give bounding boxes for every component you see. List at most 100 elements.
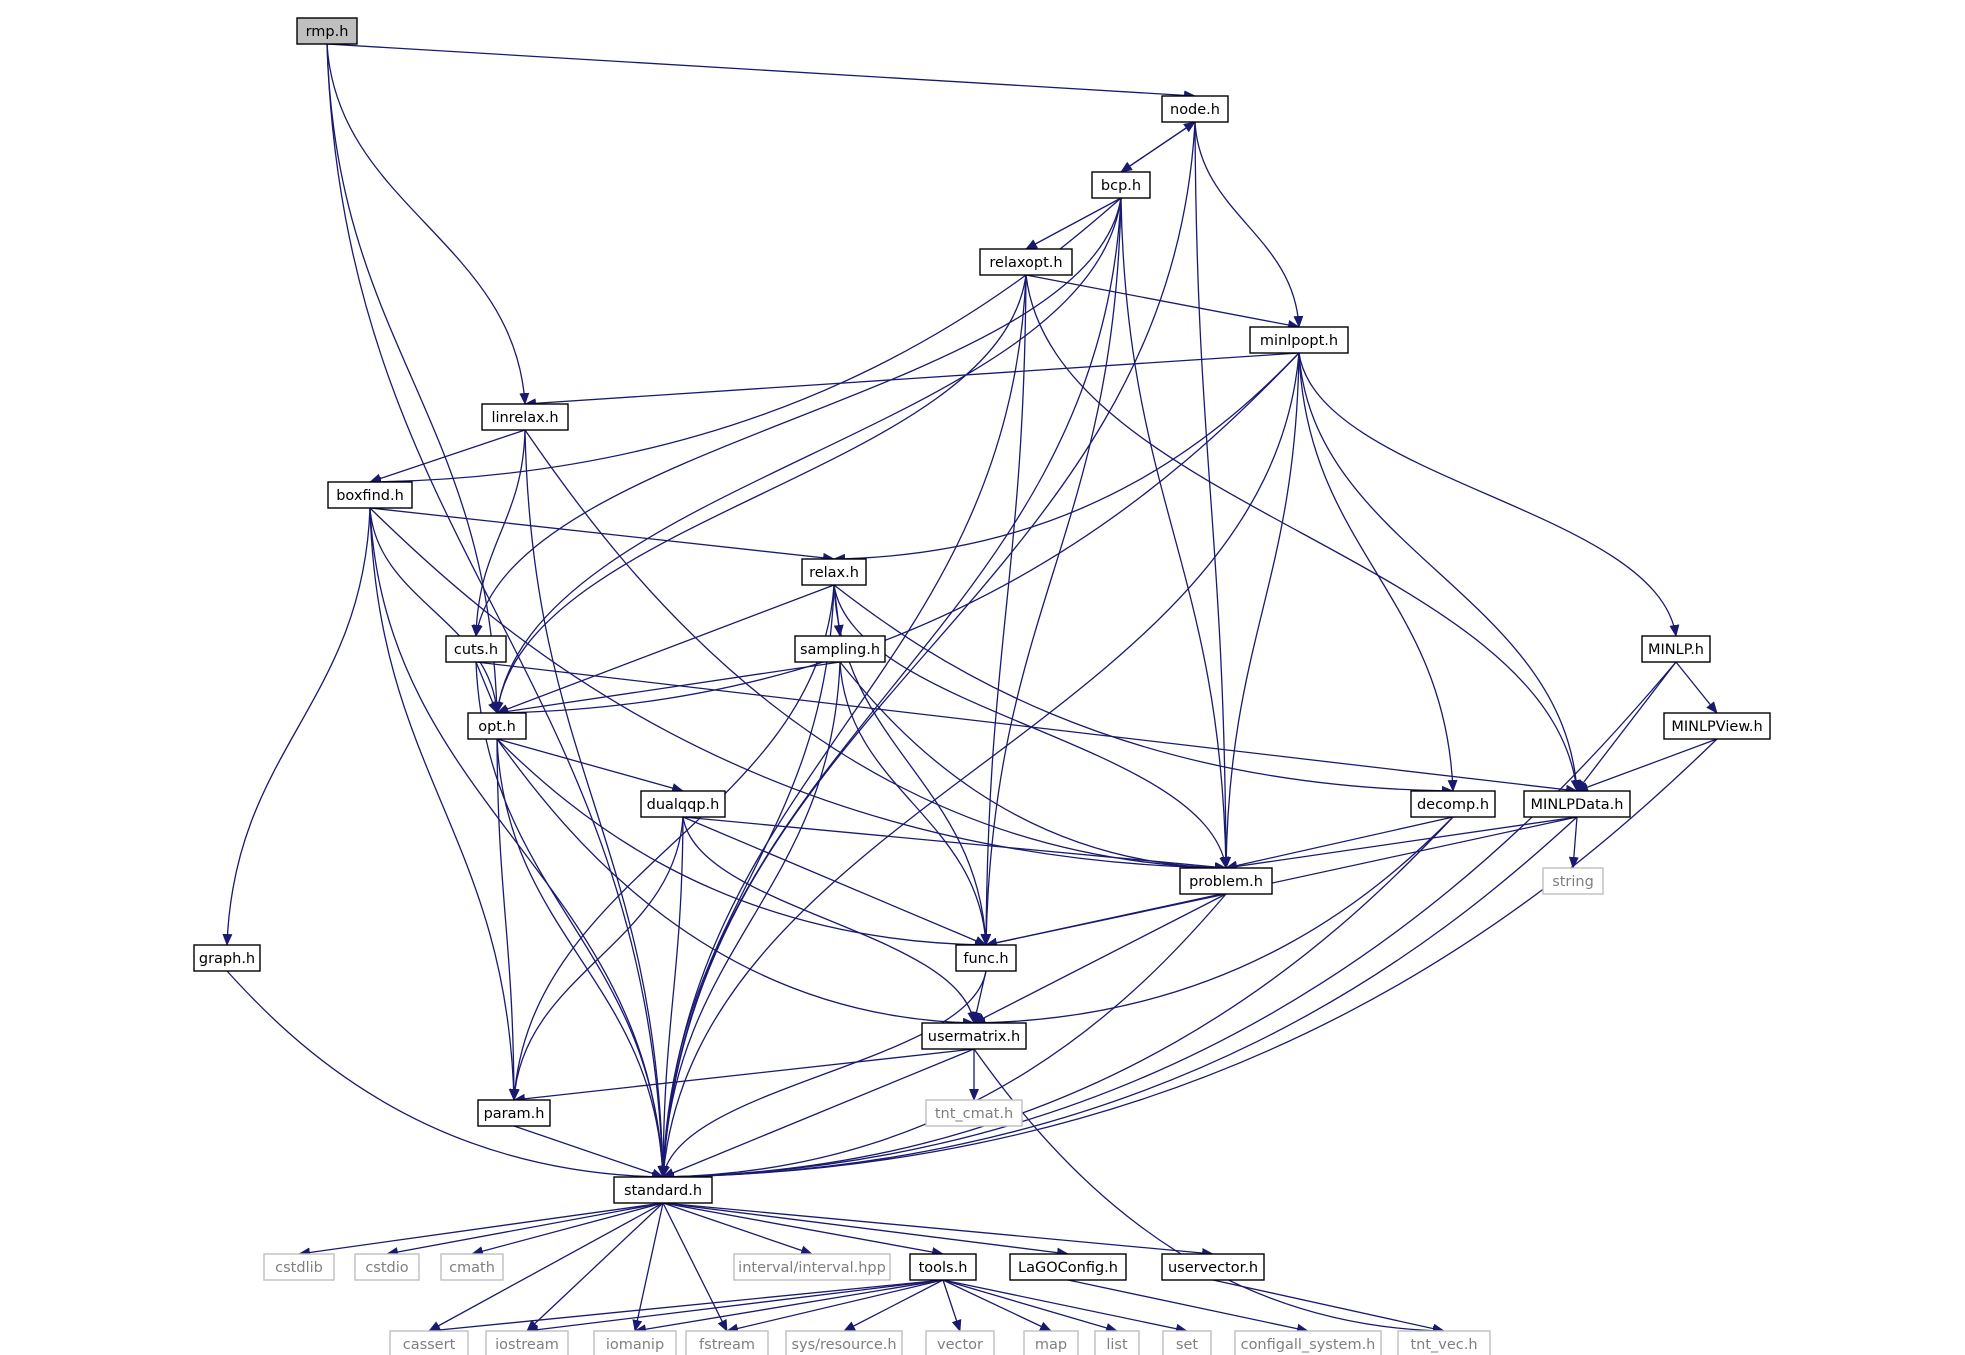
node-sampling[interactable]: sampling.h [794, 635, 886, 663]
edge-MINLP-to-MINLPView [1675, 661, 1718, 714]
edge-standard-to-fstream [662, 1202, 728, 1332]
node-box-problem [1179, 867, 1273, 895]
node-label-vector: vector [937, 1337, 983, 1353]
node-relax[interactable]: relax.h [801, 558, 867, 586]
node-uservector[interactable]: uservector.h [1161, 1253, 1265, 1281]
node-decomp[interactable]: decomp.h [1410, 790, 1496, 818]
edge-relax-to-param [509, 584, 835, 1101]
edge-minlpopt-to-opt [496, 352, 1300, 718]
edge-standard-to-tools [662, 1202, 944, 1257]
node-problem[interactable]: problem.h [1179, 867, 1273, 895]
node-label-boxfind: boxfind.h [336, 488, 404, 504]
edge-boxfind-to-param [369, 507, 519, 1101]
edge-MINLPView-to-standard [662, 738, 1718, 1182]
node-graph[interactable]: graph.h [193, 944, 261, 972]
edge-MINLPData-to-string [1568, 816, 1579, 869]
node-label-cstdio: cstdio [365, 1260, 408, 1276]
edge-bcp-to-boxfind [369, 197, 1122, 487]
node-box-MINLP [1641, 635, 1711, 663]
edge-tools-to-set [942, 1279, 1188, 1334]
node-label-iostream: iostream [495, 1337, 559, 1353]
edge-rmp-to-linrelax [326, 43, 530, 405]
node-fstream: fstream [685, 1330, 769, 1355]
edge-cuts-to-MINLPData [475, 661, 1578, 795]
node-MINLPData[interactable]: MINLPData.h [1523, 790, 1631, 818]
node-LaGOConfig[interactable]: LaGOConfig.h [1009, 1253, 1127, 1281]
node-boxfind[interactable]: boxfind.h [327, 481, 413, 509]
node-box-configall [1234, 1330, 1382, 1355]
node-vector: vector [925, 1330, 995, 1355]
node-label-cmath: cmath [449, 1260, 495, 1276]
edge-standard-to-interval [662, 1202, 813, 1256]
node-box-cassert [389, 1330, 469, 1355]
edge-problem-to-usermatrix [973, 893, 1227, 1024]
edge-dualqqp-to-usermatrix [682, 816, 978, 1024]
edge-minlpopt-to-MINLPData [1298, 352, 1582, 792]
node-label-relax: relax.h [809, 565, 859, 581]
edge-cuts-to-opt [475, 661, 498, 714]
node-box-func [955, 944, 1017, 972]
edge-usermatrix-to-tnt_vec [973, 1048, 1445, 1336]
node-label-standard: standard.h [624, 1183, 702, 1199]
node-relaxopt[interactable]: relaxopt.h [979, 248, 1073, 276]
edge-bcp-to-standard [658, 197, 1122, 1178]
node-rmp[interactable]: rmp.h [296, 17, 358, 45]
edge-standard-to-LaGOConfig [662, 1202, 1069, 1258]
edge-relaxopt-to-minlpopt [1025, 274, 1300, 330]
edge-cuts-to-standard [475, 661, 668, 1178]
node-box-cmath [440, 1253, 504, 1281]
node-MINLPView[interactable]: MINLPView.h [1663, 712, 1771, 740]
node-label-LaGOConfig: LaGOConfig.h [1018, 1260, 1118, 1276]
node-box-interval [733, 1253, 891, 1281]
node-dualqqp[interactable]: dualqqp.h [640, 790, 726, 818]
edge-tools-to-map [942, 1279, 1052, 1332]
node-tools[interactable]: tools.h [909, 1253, 977, 1281]
node-cuts[interactable]: cuts.h [445, 635, 507, 663]
node-interval: interval/interval.hpp [733, 1253, 891, 1281]
node-MINLP[interactable]: MINLP.h [1641, 635, 1711, 663]
node-box-relax [801, 558, 867, 586]
node-box-MINLPView [1663, 712, 1771, 740]
edge-tools-to-iostream [526, 1279, 944, 1335]
node-configall: configall_system.h [1234, 1330, 1382, 1355]
node-bcp[interactable]: bcp.h [1091, 171, 1151, 199]
node-label-fstream: fstream [699, 1337, 755, 1353]
node-cassert: cassert [389, 1330, 469, 1355]
node-box-set [1162, 1330, 1212, 1355]
edge-decomp-to-standard [662, 816, 1454, 1182]
node-label-MINLPView: MINLPView.h [1671, 719, 1762, 735]
edge-LaGOConfig-to-configall [1067, 1279, 1309, 1334]
edge-tools-to-vector [942, 1279, 962, 1332]
node-cstdlib: cstdlib [263, 1253, 335, 1281]
edge-boxfind-to-relax [369, 507, 835, 563]
edge-bcp-to-cuts [472, 197, 1122, 637]
node-set: set [1162, 1330, 1212, 1355]
node-minlpopt[interactable]: minlpopt.h [1249, 326, 1349, 354]
edge-usermatrix-to-param [513, 1048, 975, 1104]
node-label-linrelax: linrelax.h [491, 410, 558, 426]
edge-linrelax-to-standard [524, 429, 668, 1178]
node-param[interactable]: param.h [477, 1099, 551, 1127]
edge-node-to-minlpopt [1194, 121, 1304, 328]
edge-opt-to-func [496, 738, 987, 950]
edge-MINLP-to-MINLPData [1576, 661, 1677, 792]
edge-relaxopt-to-opt [493, 274, 1027, 714]
node-box-tnt_vec [1397, 1330, 1491, 1355]
node-usermatrix[interactable]: usermatrix.h [921, 1022, 1027, 1050]
node-box-vector [925, 1330, 995, 1355]
node-standard[interactable]: standard.h [613, 1176, 713, 1204]
edge-standard-to-cmath [471, 1202, 664, 1256]
edge-decomp-to-usermatrix [973, 816, 1454, 1028]
node-box-dualqqp [640, 790, 726, 818]
node-label-param: param.h [484, 1106, 545, 1122]
node-box-boxfind [327, 481, 413, 509]
node-label-sysresource: sys/resource.h [791, 1337, 896, 1353]
node-linrelax[interactable]: linrelax.h [481, 403, 569, 431]
edge-sampling-to-opt [496, 661, 841, 717]
edge-opt-to-standard [496, 738, 668, 1178]
node-opt[interactable]: opt.h [467, 712, 527, 740]
edge-dualqqp-to-problem [682, 816, 1227, 872]
node-label-iomanip: iomanip [606, 1337, 664, 1353]
node-node[interactable]: node.h [1161, 95, 1229, 123]
node-func[interactable]: func.h [955, 944, 1017, 972]
